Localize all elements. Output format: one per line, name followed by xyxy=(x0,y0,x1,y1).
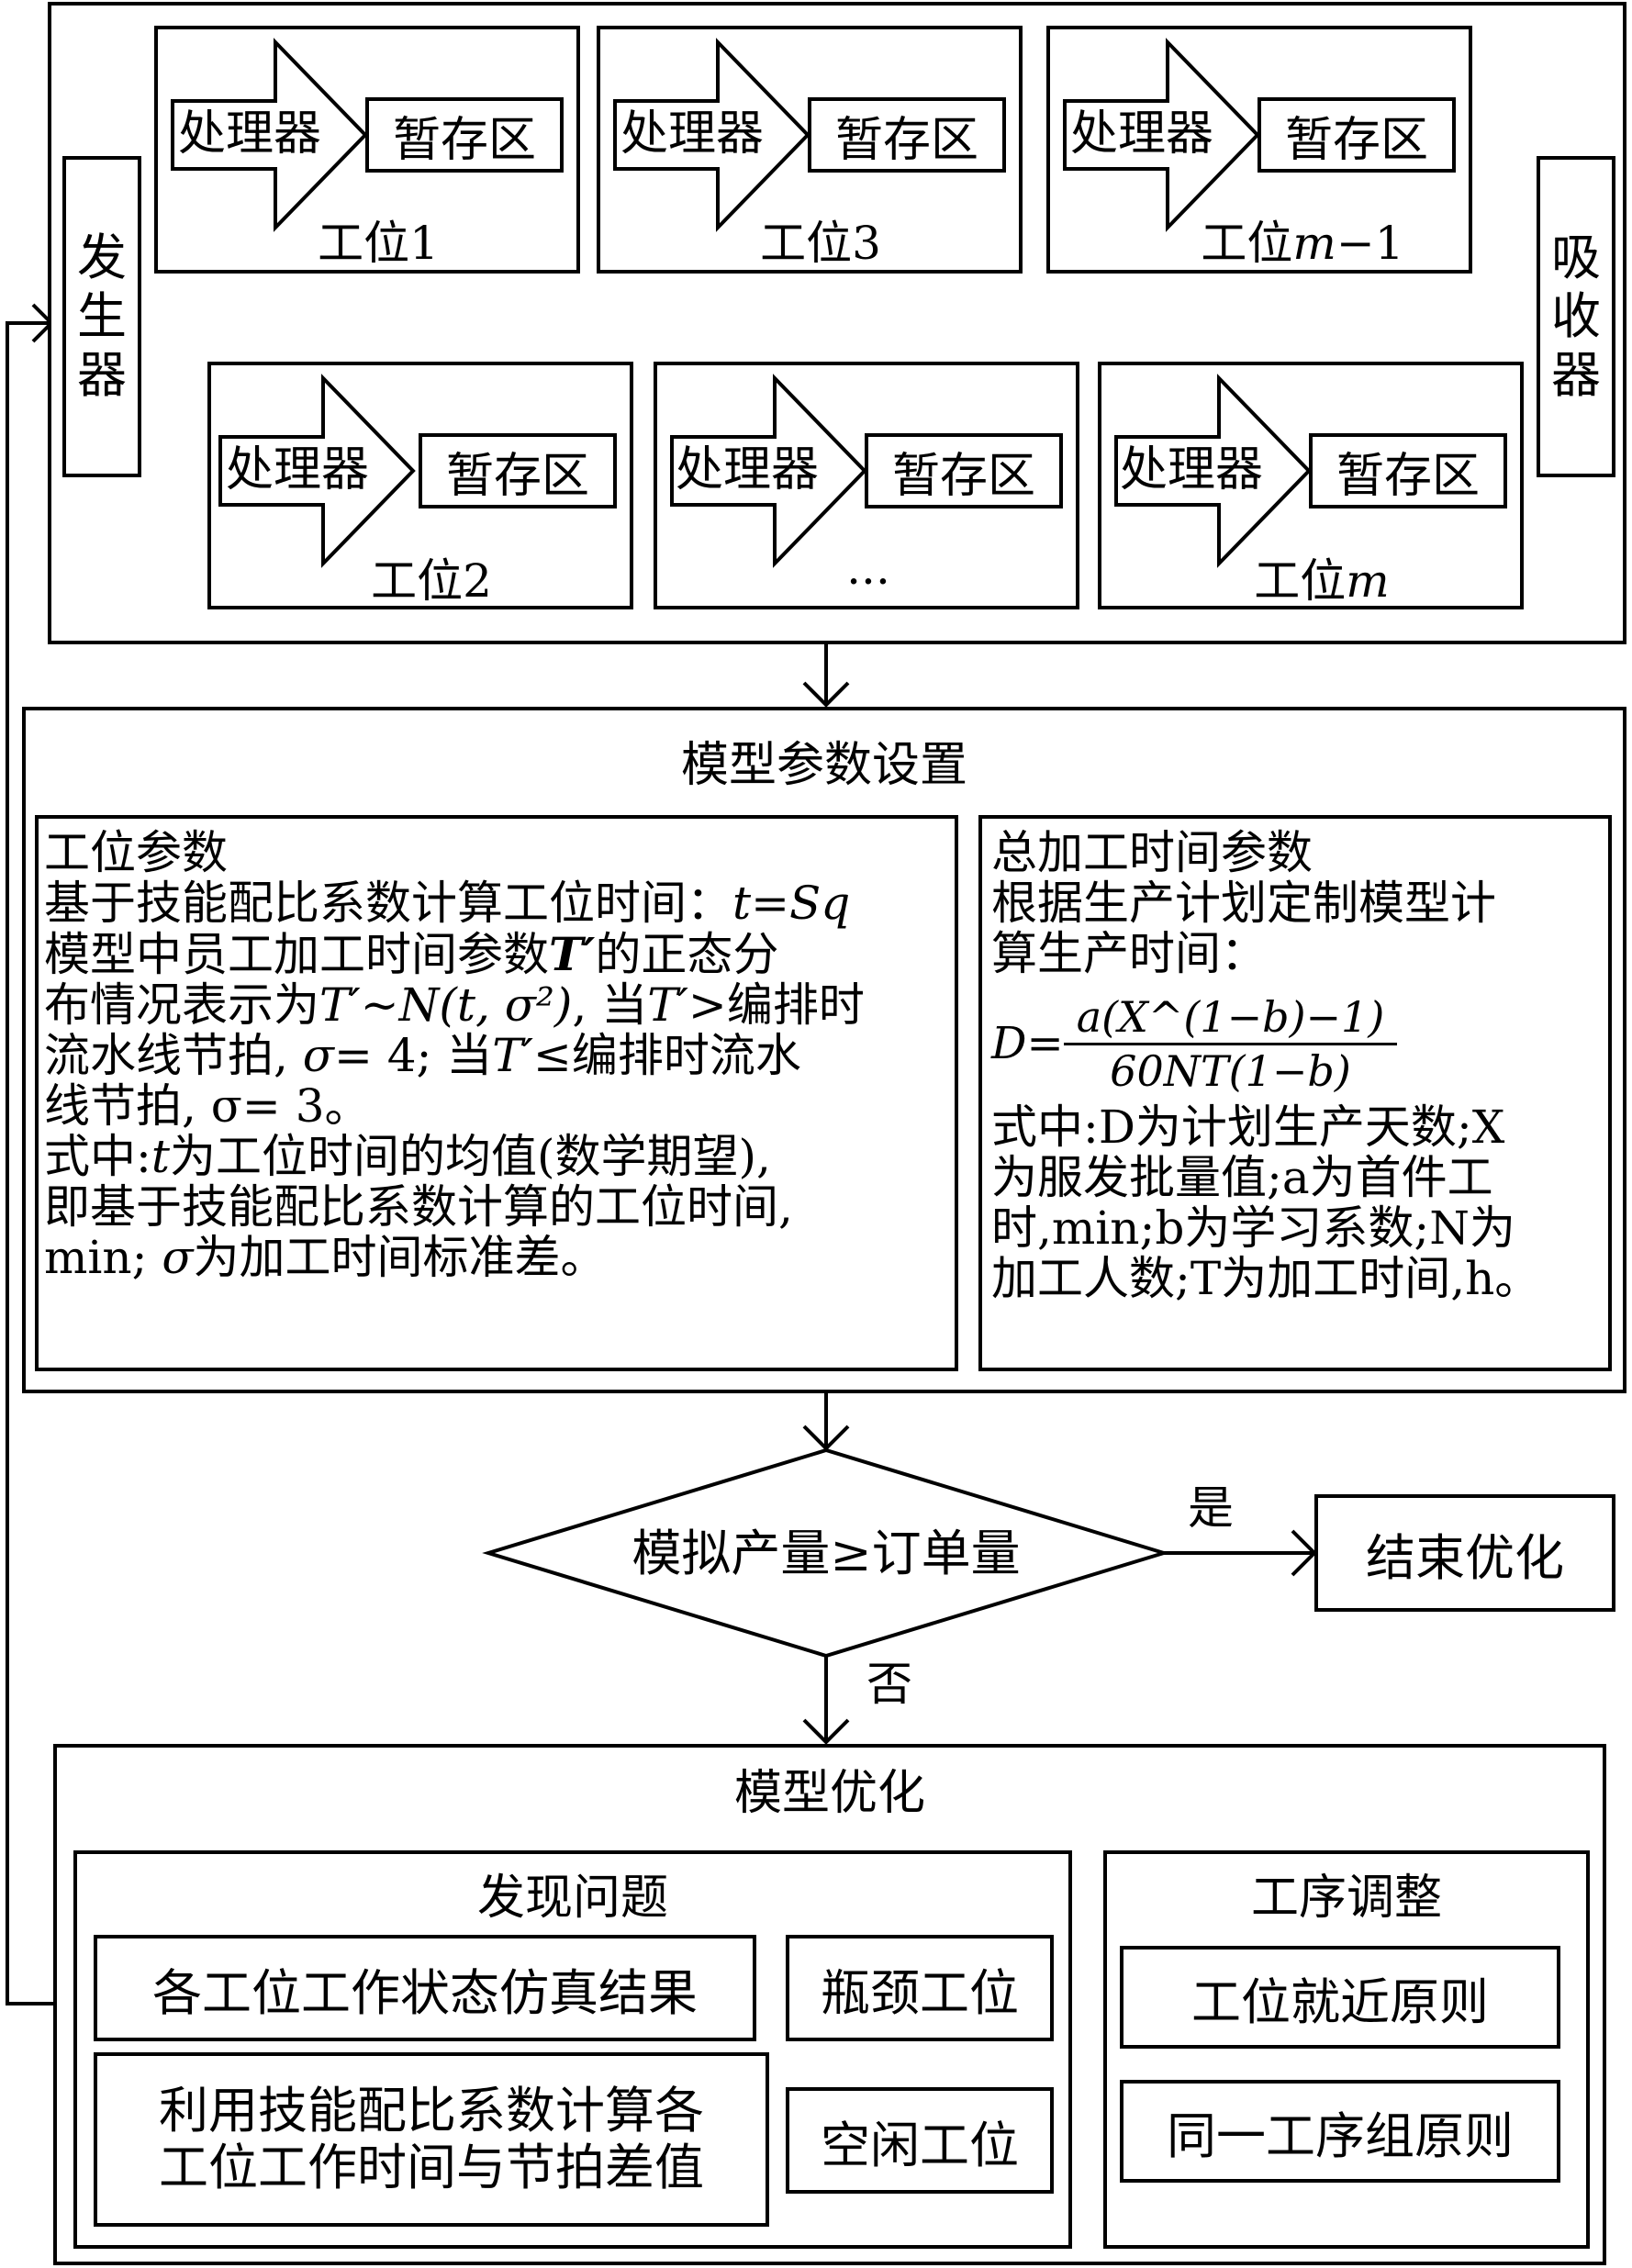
station-2-arrow xyxy=(218,374,416,568)
station-3-buffer: 暂存区 xyxy=(808,97,1006,173)
formula-numerator: a(X^(1−b)−1) xyxy=(1076,991,1385,1042)
total-time-line2: 算生产时间： xyxy=(991,927,1267,980)
station-params-line4: 流水线节拍, σ= 4; 当T′≤编排时流水 xyxy=(44,1029,801,1082)
process-adjustment-title: 工序调整 xyxy=(1250,1871,1442,1926)
station-1-buffer: 暂存区 xyxy=(365,97,564,173)
no-label: 否 xyxy=(866,1658,912,1711)
generator-box: 发 生 器 xyxy=(62,156,141,477)
station-2-label: 工位2 xyxy=(371,554,492,608)
station-params-line7: 即基于技能配比系数计算的工位时间, xyxy=(44,1180,793,1234)
station-3-arrow xyxy=(613,38,810,232)
station-m-minus-1-label: 工位m−1 xyxy=(1201,217,1404,270)
station-3-label: 工位3 xyxy=(760,217,881,270)
station-params-line5: 线节拍, σ= 3。 xyxy=(44,1079,371,1133)
station-params-line2: 模型中员工加工时间参数T′的正态分 xyxy=(44,927,779,981)
model-params-title: 模型参数设置 xyxy=(680,738,967,793)
station-ellipsis-processor: 处理器 xyxy=(676,442,820,497)
station-ellipsis-label: ... xyxy=(846,542,890,595)
station-ellipsis-arrow xyxy=(670,374,867,568)
total-time-line3: 式中:D为计划生产天数;X xyxy=(991,1100,1505,1154)
simulation-results-box: 各工位工作状态仿真结果 xyxy=(94,1935,756,2041)
station-1-arrow xyxy=(171,38,368,232)
end-optimization-box: 结束优化 xyxy=(1314,1494,1615,1612)
idle-station-box: 空闲工位 xyxy=(786,2087,1054,2194)
yes-label: 是 xyxy=(1188,1481,1234,1535)
station-params-heading: 工位参数 xyxy=(44,826,228,879)
formula-bar xyxy=(1063,1042,1398,1045)
station-params-line6: 式中:t为工位时间的均值(数学期望), xyxy=(44,1130,771,1183)
station-m-minus-1-buffer: 暂存区 xyxy=(1258,97,1456,173)
station-ellipsis: 处理器 暂存区 ... xyxy=(654,362,1079,609)
station-m-label: 工位m xyxy=(1254,554,1390,608)
decision-text: 模拟产量≥订单量 xyxy=(632,1525,1021,1582)
station-m: 处理器 暂存区 工位m xyxy=(1098,362,1524,609)
time-difference-line2: 工位工作时间与节拍差值 xyxy=(159,2139,704,2196)
station-1: 处理器 暂存区 工位1 xyxy=(154,26,580,274)
formula-fraction: a(X^(1−b)−1) 60NT(1−b) xyxy=(1063,991,1398,1097)
feedback-loop xyxy=(6,321,53,2005)
station-params-line3: 布情况表示为T′~N(t, σ²), 当T′>编排时 xyxy=(44,978,865,1032)
total-time-heading: 总加工时间参数 xyxy=(991,826,1313,879)
absorber-box: 吸 收 器 xyxy=(1537,156,1615,477)
find-problem-title: 发现问题 xyxy=(476,1871,668,1926)
total-time-params-text: 总加工时间参数 根据生产计划定制模型计 算生产时间： D= a(X^(1−b)−… xyxy=(991,828,1540,1304)
station-2: 处理器 暂存区 工位2 xyxy=(207,362,633,609)
total-time-line5: 时,min;b为学习系数;N为 xyxy=(991,1201,1515,1255)
station-2-processor: 处理器 xyxy=(226,442,370,497)
station-ellipsis-buffer: 暂存区 xyxy=(865,433,1063,508)
total-time-formula: D= a(X^(1−b)−1) 60NT(1−b) xyxy=(991,985,1540,1102)
optimization-title: 模型优化 xyxy=(733,1766,925,1821)
station-m-minus-1-processor: 处理器 xyxy=(1070,106,1214,162)
station-m-arrow xyxy=(1114,374,1312,568)
station-params-line8: min; σ为加工时间标准差。 xyxy=(44,1231,607,1284)
station-m-minus-1: 处理器 暂存区 工位m−1 xyxy=(1046,26,1472,274)
station-3-processor: 处理器 xyxy=(620,106,765,162)
total-time-line4: 为服发批量值;a为首件工 xyxy=(991,1151,1493,1204)
total-time-params-box xyxy=(978,815,1612,1371)
station-params-box xyxy=(35,815,958,1371)
station-1-label: 工位1 xyxy=(318,217,439,270)
station-2-buffer: 暂存区 xyxy=(419,433,617,508)
time-difference-line1: 利用技能配比系数计算各 xyxy=(159,2082,704,2140)
station-m-buffer: 暂存区 xyxy=(1309,433,1507,508)
total-time-line1: 根据生产计划定制模型计 xyxy=(991,877,1496,930)
station-params-line1: 基于技能配比系数计算工位时间：t=Sq xyxy=(44,877,851,930)
bottleneck-station-box: 瓶颈工位 xyxy=(786,1935,1054,2041)
total-time-line6: 加工人数;T为加工时间,h。 xyxy=(991,1252,1541,1305)
time-difference-box: 利用技能配比系数计算各 工位工作时间与节拍差值 xyxy=(94,2052,769,2227)
nearest-station-rule-box: 工位就近原则 xyxy=(1120,1946,1560,2049)
station-3: 处理器 暂存区 工位3 xyxy=(597,26,1023,274)
station-m-processor: 处理器 xyxy=(1120,442,1264,497)
station-params-text: 工位参数 基于技能配比系数计算工位时间：t=Sq 模型中员工加工时间参数T′的正… xyxy=(44,828,865,1283)
station-m-minus-1-arrow xyxy=(1063,38,1260,232)
same-process-group-rule-box: 同一工序组原则 xyxy=(1120,2080,1560,2183)
station-1-processor: 处理器 xyxy=(178,106,322,162)
formula-lhs: D= xyxy=(991,1017,1064,1069)
formula-denominator: 60NT(1−b) xyxy=(1110,1045,1351,1096)
